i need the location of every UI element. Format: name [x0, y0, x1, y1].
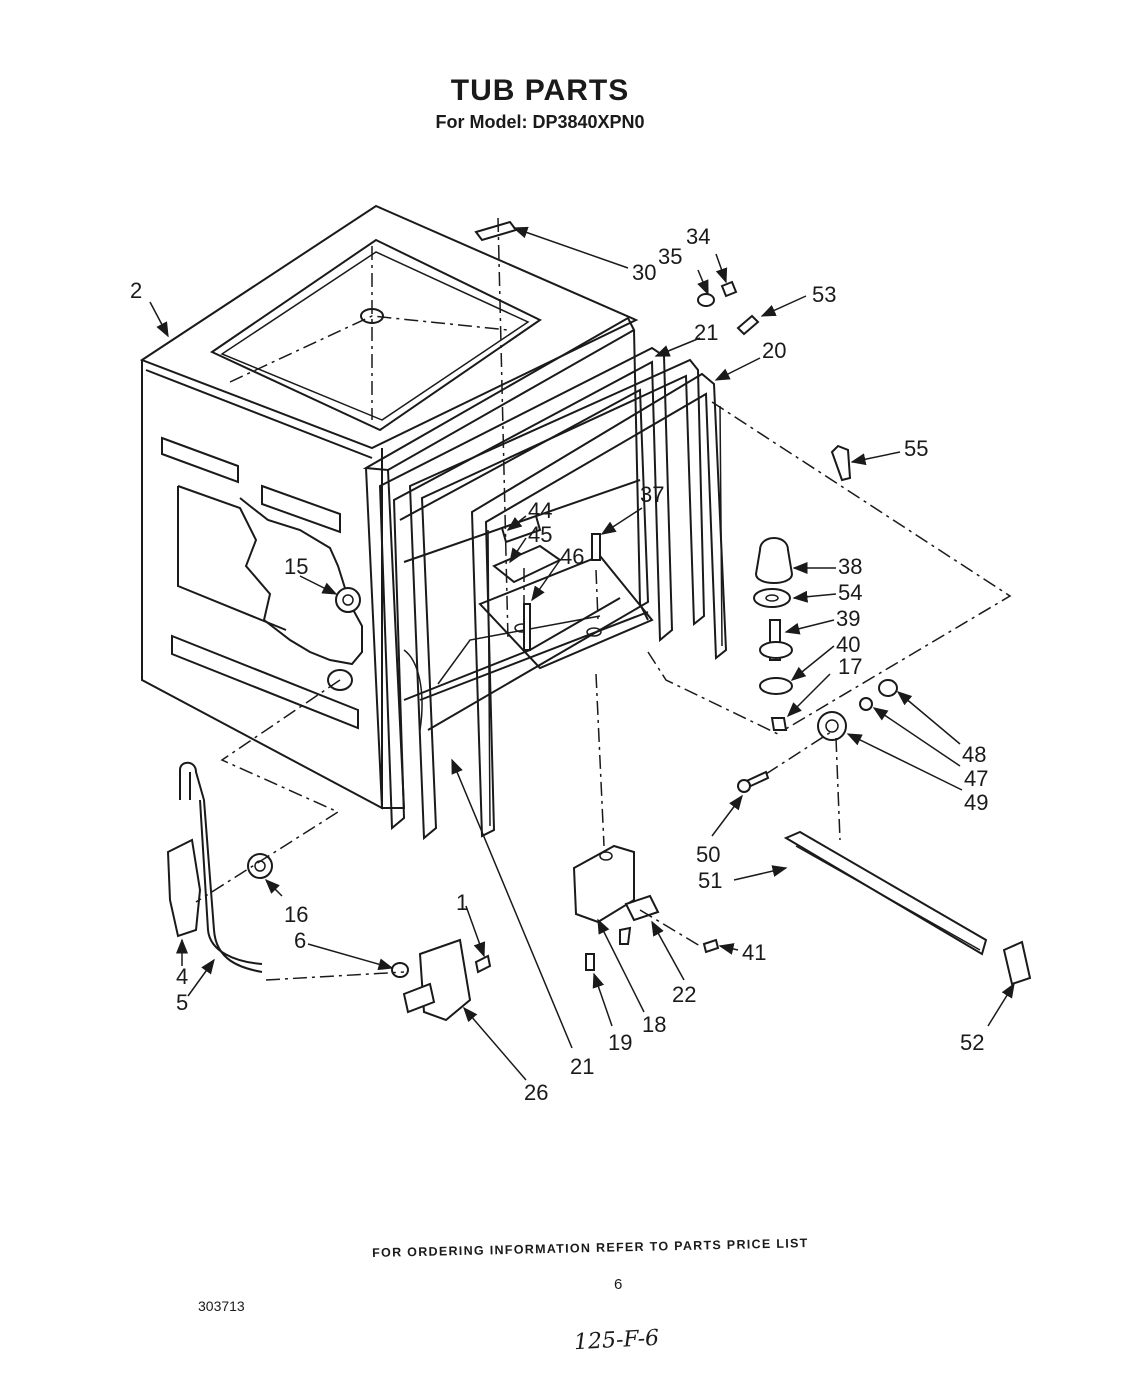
- callout-30: 30: [632, 260, 656, 285]
- callout-labels: 1 2 4 5 6 15 16 17 18 19 20 21 21 22 26 …: [130, 224, 988, 1105]
- document-number: 303713: [198, 1298, 245, 1314]
- assembly-lines: [195, 217, 1012, 981]
- callout-5: 5: [176, 990, 188, 1015]
- callout-47: 47: [964, 766, 988, 791]
- hardware-parts: [166, 220, 1032, 1022]
- callout-22: 22: [672, 982, 696, 1007]
- tub-body: [139, 204, 654, 810]
- callout-40: 40: [836, 632, 860, 657]
- callout-45: 45: [528, 522, 552, 547]
- callout-52: 52: [960, 1030, 984, 1055]
- callout-18: 18: [642, 1012, 666, 1037]
- leader-arrows: [149, 226, 1015, 1081]
- callout-15: 15: [284, 554, 308, 579]
- callout-21a: 21: [694, 320, 718, 345]
- callout-48: 48: [962, 742, 986, 767]
- callout-55: 55: [904, 436, 928, 461]
- callout-39: 39: [836, 606, 860, 631]
- door-seals: [378, 346, 728, 841]
- callout-35: 35: [658, 244, 682, 269]
- callout-20: 20: [762, 338, 786, 363]
- callout-4: 4: [176, 964, 188, 989]
- callout-17: 17: [838, 654, 862, 679]
- callout-1: 1: [456, 890, 468, 915]
- callout-16: 16: [284, 902, 308, 927]
- callout-53: 53: [812, 282, 836, 307]
- callout-50: 50: [696, 842, 720, 867]
- callout-46: 46: [560, 544, 584, 569]
- callout-34: 34: [686, 224, 710, 249]
- callout-6: 6: [294, 928, 306, 953]
- callout-49: 49: [964, 790, 988, 815]
- callout-38: 38: [838, 554, 862, 579]
- callout-41: 41: [742, 940, 766, 965]
- handwritten-note: 125-F-6: [573, 1325, 660, 1356]
- page-title: TUB PARTS: [450, 74, 630, 107]
- callout-19: 19: [608, 1030, 632, 1055]
- callout-44: 44: [528, 498, 552, 523]
- callout-54: 54: [838, 580, 862, 605]
- callout-51: 51: [698, 868, 722, 893]
- callout-37: 37: [640, 482, 664, 507]
- callout-2: 2: [130, 278, 142, 303]
- model-subtitle: For Model: DP3840XPN0: [435, 112, 645, 132]
- page-number: 6: [614, 1276, 623, 1293]
- callout-21b: 21: [570, 1054, 594, 1079]
- callout-26: 26: [524, 1080, 548, 1105]
